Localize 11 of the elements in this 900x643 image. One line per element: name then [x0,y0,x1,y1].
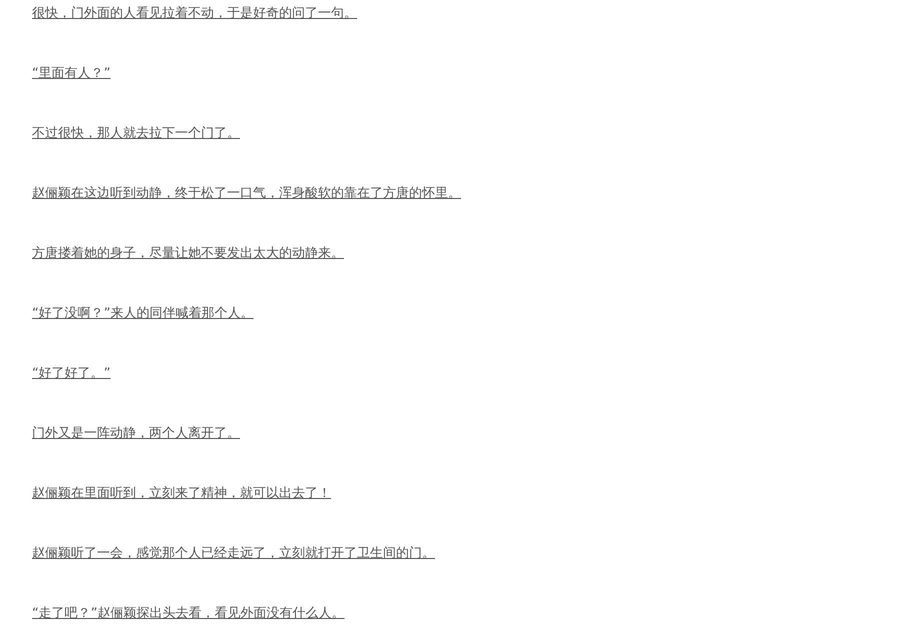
paragraph: 不过很快，那人就去拉下一个门了。 [32,126,240,142]
paragraph: 方唐搂着她的身子，尽量让她不要发出太大的动静来。 [32,246,344,262]
paragraph: “走了吧？”赵俪颖探出头去看，看见外面没有什么人。 [32,606,344,622]
paragraph: 赵俪颖听了一会，感觉那个人已经走远了，立刻就打开了卫生间的门。 [32,546,435,562]
paragraph: “好了没啊？”来人的同伴喊着那个人。 [32,306,254,322]
paragraph: 门外又是一阵动静，两个人离开了。 [32,426,240,442]
paragraph: 赵俪颖在这边听到动静，终于松了一口气，浑身酸软的靠在了方唐的怀里。 [32,186,461,202]
paragraph: “里面有人？” [32,66,110,82]
paragraph: 很快，门外面的人看见拉着不动，于是好奇的问了一句。 [32,6,357,22]
paragraph: “好了好了。” [32,366,110,382]
paragraph: 赵俪颖在里面听到，立刻来了精神，就可以出去了！ [32,486,331,502]
